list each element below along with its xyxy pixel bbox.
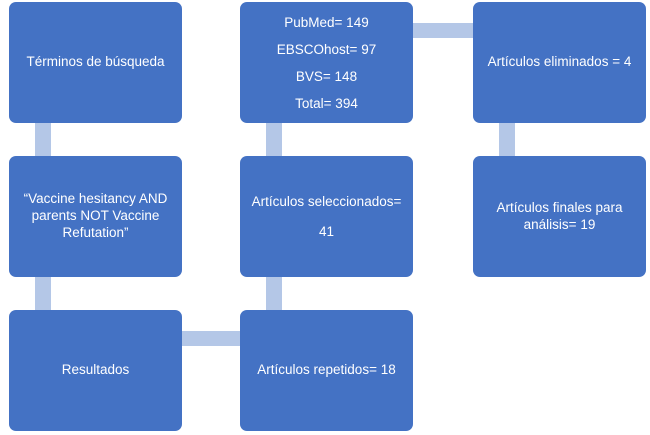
connector-search-terms-to-query <box>35 123 51 156</box>
connector-totals-to-removed <box>413 23 473 38</box>
node-final: Artículos finales para análisis= 19 <box>473 156 646 277</box>
node-selected-line-2: 41 <box>318 223 335 239</box>
node-removed-line: Artículos eliminados = 4 <box>487 54 632 70</box>
connector-query-to-results <box>35 277 51 310</box>
node-query: “Vaccine hesitancy AND parents NOT Vacci… <box>9 156 182 277</box>
node-results-line: Resultados <box>61 362 130 378</box>
connector-totals-to-selected <box>266 123 282 156</box>
node-results: Resultados <box>9 310 182 431</box>
node-totals-total: Total= 394 <box>295 95 358 111</box>
connector-selected-to-repeated <box>266 277 282 310</box>
node-repeated-line: Artículos repetidos= 18 <box>257 362 396 378</box>
node-totals-bvs: BVS= 148 <box>295 68 358 84</box>
node-repeated: Artículos repetidos= 18 <box>240 310 413 431</box>
node-selected-line-1: Artículos seleccionados= <box>251 193 402 209</box>
node-totals-pubmed: PubMed= 149 <box>284 14 369 30</box>
node-database-totals: PubMed= 149 EBSCOhost= 97 BVS= 148 Total… <box>240 2 413 123</box>
node-query-line-3: Refutation” <box>62 224 129 240</box>
connector-removed-to-final <box>499 123 515 156</box>
node-selected: Artículos seleccionados= 41 <box>240 156 413 277</box>
node-final-line-2: análisis= 19 <box>523 216 596 232</box>
node-query-line-2: parents NOT Vaccine <box>31 208 160 224</box>
node-totals-ebscohost: EBSCOhost= 97 <box>276 41 377 57</box>
connector-results-to-repeated <box>182 331 240 346</box>
node-search-terms-line: Términos de búsqueda <box>26 54 165 70</box>
node-final-line-1: Artículos finales para <box>496 199 623 215</box>
node-removed: Artículos eliminados = 4 <box>473 2 646 123</box>
node-query-line-1: “Vaccine hesitancy AND <box>23 191 168 207</box>
node-search-terms: Términos de búsqueda <box>9 2 182 123</box>
